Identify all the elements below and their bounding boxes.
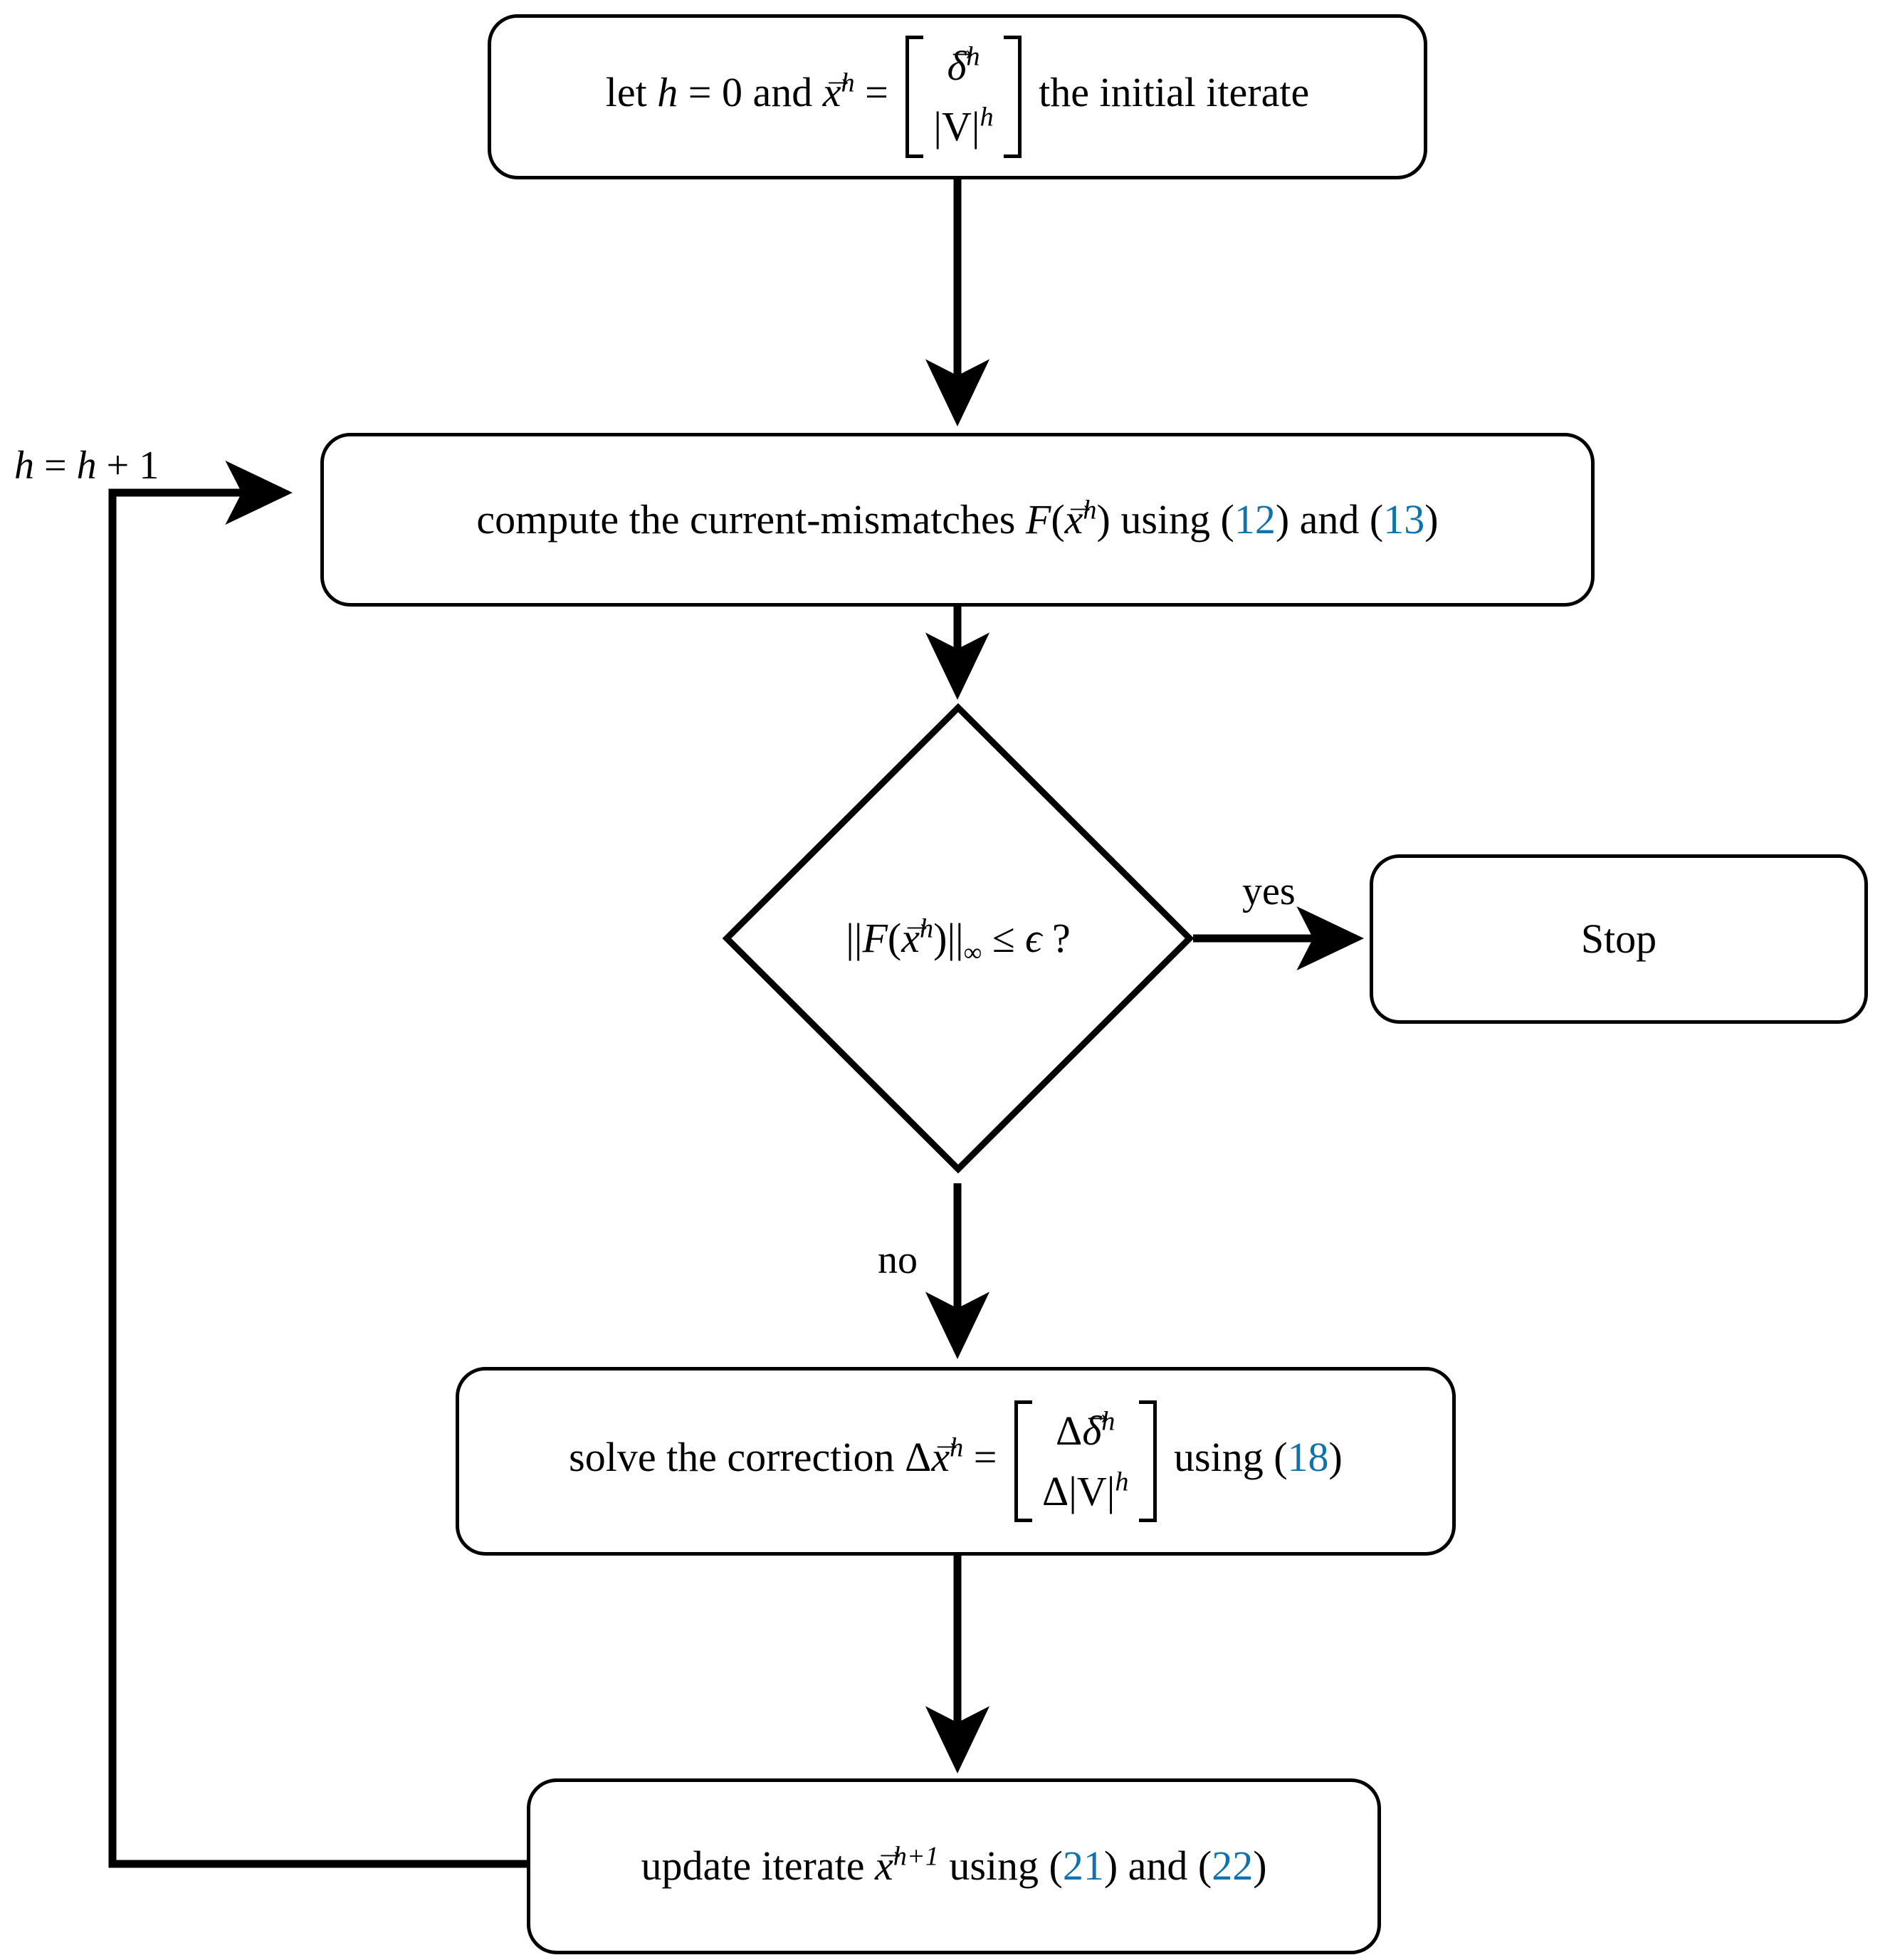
decision-func: F xyxy=(862,914,888,961)
solve-delta: Δ xyxy=(905,1433,932,1480)
solve-vec-row1: Δ→δh xyxy=(1056,1395,1115,1454)
decision-open-paren: ( xyxy=(887,914,902,961)
init-var-x: x xyxy=(822,69,841,116)
update-sup-h1: h+1 xyxy=(893,1841,939,1872)
bracket-left-icon xyxy=(1014,1400,1032,1523)
increment-one: 1 xyxy=(139,444,159,488)
init-vec-x: →x xyxy=(822,61,854,116)
update-using: using ( xyxy=(938,1843,1063,1890)
compute-using: using ( xyxy=(1110,496,1234,543)
compute-ref-13[interactable]: 13 xyxy=(1383,496,1425,543)
increment-eq: = xyxy=(34,444,77,488)
bracket-left-icon xyxy=(905,36,924,158)
decision-close-paren: ) xyxy=(933,914,947,961)
edge-label-yes: yes xyxy=(1242,869,1296,913)
solve-vec-row2: Δ|V|h xyxy=(1041,1467,1129,1514)
init-eq2: = xyxy=(854,69,899,116)
bracket-right-icon xyxy=(1003,36,1022,158)
update-ref-21[interactable]: 21 xyxy=(1062,1843,1104,1890)
decision-epsilon: ϵ xyxy=(1025,914,1042,961)
node-decision-text: ||F(→xh)||∞ ≤ ϵ ? xyxy=(723,703,1194,1173)
solve-vec-x: →x xyxy=(930,1424,963,1480)
init-sup-h: h xyxy=(841,68,855,98)
compute-mid: ) and ( xyxy=(1275,496,1384,543)
init-suffix: the initial iterate xyxy=(1028,69,1310,116)
init-and: and xyxy=(742,69,823,116)
decision-diamond-shape xyxy=(723,703,1194,1173)
decision-question: ? xyxy=(1041,914,1071,961)
node-update-text: update iterate →xh+1 using (21) and (22) xyxy=(624,1833,1283,1890)
node-compute[interactable]: compute the current-mismatches F(→xh) us… xyxy=(320,433,1595,607)
decision-relation: ≤ xyxy=(982,914,1026,961)
decision-norm-close: || xyxy=(947,914,964,961)
node-decision[interactable]: ||F(→xh)||∞ ≤ ϵ ? xyxy=(723,703,1194,1173)
solve-sup-h: h xyxy=(950,1432,964,1463)
solve-eq: = xyxy=(963,1433,1007,1480)
init-column-vector: →δh |V|h xyxy=(905,31,1022,158)
increment-var-h1: h xyxy=(14,444,34,488)
node-init[interactable]: let h = 0 and →xh = →δh|V|h the initial … xyxy=(488,14,1427,179)
solve-prefix: solve the correction xyxy=(569,1433,905,1480)
init-vec-row1: →δh xyxy=(946,31,980,90)
decision-norm-open: || xyxy=(846,914,863,961)
init-eq1: = xyxy=(678,69,722,116)
compute-prefix: compute the current-mismatches xyxy=(476,496,1026,543)
init-vec-row2: |V|h xyxy=(933,102,994,150)
increment-plus: + xyxy=(96,444,140,488)
init-zero: 0 xyxy=(722,69,742,116)
compute-end: ) xyxy=(1424,496,1439,543)
edge-label-no: no xyxy=(878,1238,918,1282)
decision-subscript-infinity: ∞ xyxy=(963,938,982,967)
node-compute-text: compute the current-mismatches F(→xh) us… xyxy=(459,486,1455,543)
compute-func: F xyxy=(1025,496,1051,543)
compute-ref-12[interactable]: 12 xyxy=(1234,496,1276,543)
node-stop[interactable]: Stop xyxy=(1370,854,1868,1024)
decision-sup-h: h xyxy=(919,913,934,944)
init-var-h: h xyxy=(657,69,678,116)
init-prefix: let xyxy=(605,69,658,116)
update-mid: ) and ( xyxy=(1103,1843,1212,1890)
compute-sup-h: h xyxy=(1083,495,1097,525)
update-vec-x: →x xyxy=(874,1833,907,1890)
increment-var-h2: h xyxy=(76,444,97,488)
compute-open-paren: ( xyxy=(1051,496,1065,543)
update-end: ) xyxy=(1253,1843,1267,1890)
node-init-text: let h = 0 and →xh = →δh|V|h the initial … xyxy=(589,31,1326,158)
node-stop-label: Stop xyxy=(1580,915,1657,962)
edge-label-increment: h = h + 1 xyxy=(14,443,159,488)
compute-close-paren: ) xyxy=(1096,496,1111,543)
bracket-right-icon xyxy=(1138,1400,1157,1523)
edge-update-to-compute-loop xyxy=(108,460,527,1868)
solve-using: using ( xyxy=(1163,1433,1288,1480)
update-prefix: update iterate xyxy=(641,1843,875,1890)
decision-vec-x: →x xyxy=(901,904,933,961)
solve-end: ) xyxy=(1328,1433,1343,1480)
node-update[interactable]: update iterate →xh+1 using (21) and (22) xyxy=(527,1778,1381,1954)
compute-vec-x: →x xyxy=(1064,486,1096,543)
solve-ref-18[interactable]: 18 xyxy=(1287,1433,1329,1480)
update-ref-22[interactable]: 22 xyxy=(1212,1843,1254,1890)
